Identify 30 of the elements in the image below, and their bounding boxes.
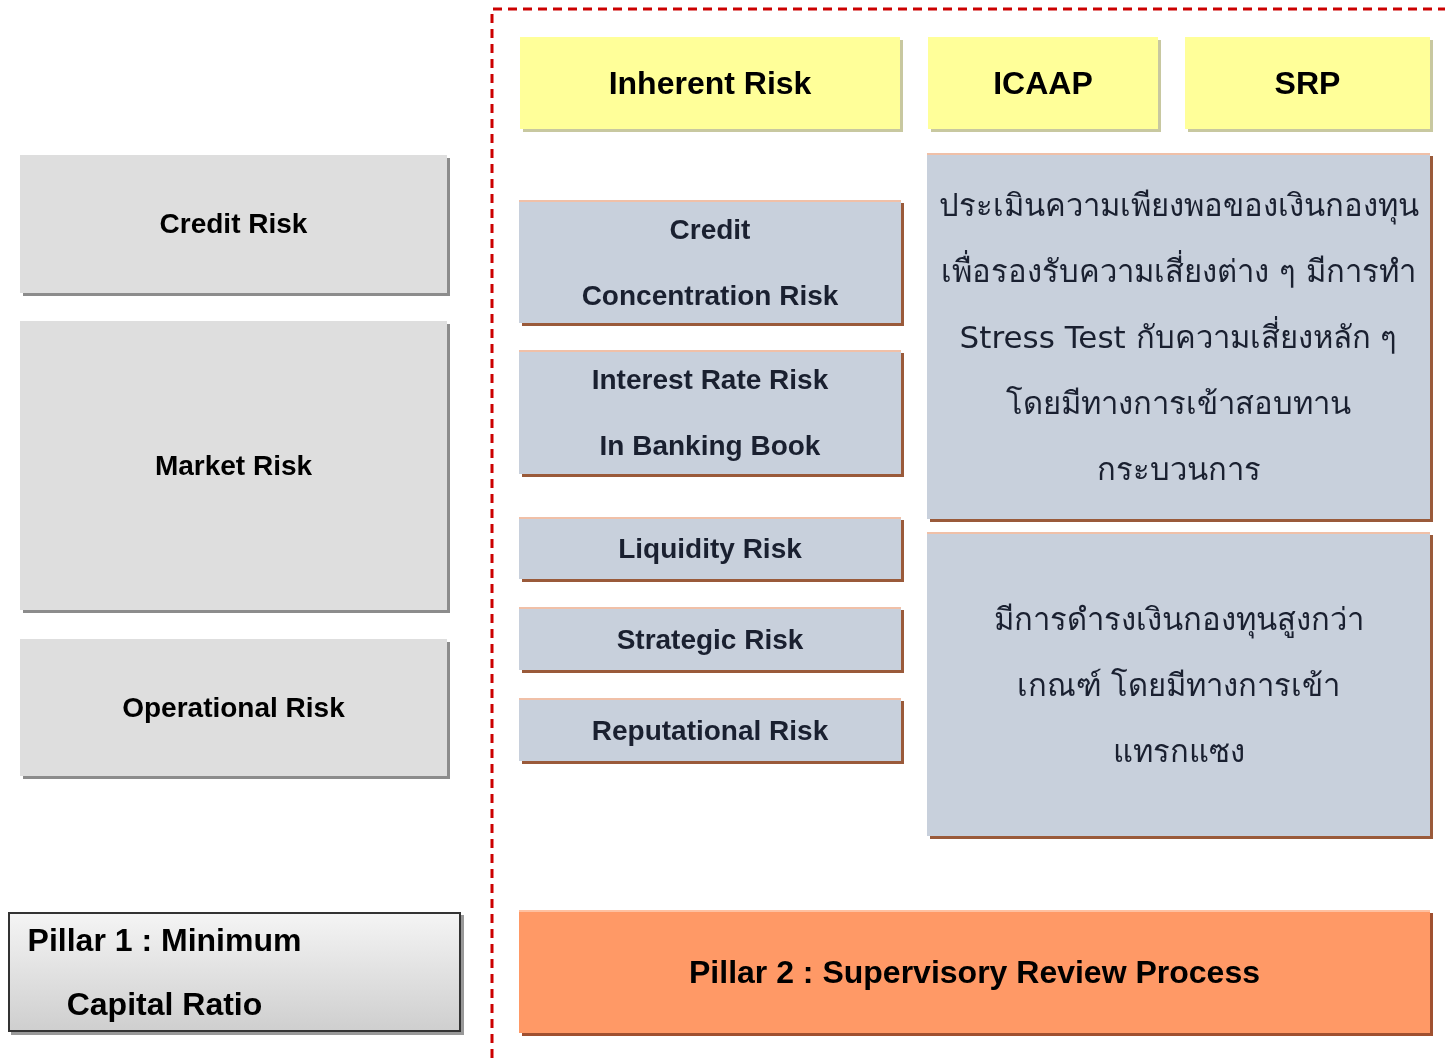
- box-label: Market Risk: [154, 449, 313, 482]
- box-label: Liquidity Risk: [618, 532, 802, 566]
- description-box: [927, 532, 1430, 836]
- description-box: [927, 153, 1430, 519]
- risk-box: [519, 517, 901, 579]
- pillar-box: [8, 912, 461, 1032]
- risk-box: [519, 607, 901, 670]
- box-label: มีการดำรงเงินกองทุนสูงกว่าเกณฑ์ โดยมีทางการเข้าแทรกแซง: [992, 600, 1365, 771]
- risk-box: [20, 321, 447, 610]
- box-label: Reputational Risk: [591, 713, 829, 748]
- box-label: Credit Risk: [159, 208, 308, 240]
- risk-box: [519, 350, 901, 474]
- risk-box: [20, 639, 447, 776]
- risk-box: [20, 155, 447, 293]
- header-box: [928, 37, 1158, 129]
- risk-box: [519, 698, 901, 761]
- box-label: Inherent Risk: [608, 64, 812, 102]
- box-label: Pillar 1 : Minimum Capital Ratio: [26, 921, 303, 1024]
- header-box: [1185, 37, 1430, 129]
- box-label: ประเมินความเพียงพอของเงินกองทุนเพื่อรองรับความเสี่ยงต่าง ๆ มีการทำ Stress Test กับความเสี่ยงหลัก ๆ โดยมีทางการเข้าสอบทานกระบวนการ: [937, 186, 1420, 489]
- box-label: Strategic Risk: [616, 622, 804, 657]
- box-label: Credit Concentration Risk: [580, 212, 840, 313]
- box-label: Interest Rate Risk In Banking Book: [590, 363, 830, 463]
- header-box: [520, 37, 900, 129]
- risk-box: [519, 200, 901, 323]
- box-label: SRP: [1274, 64, 1341, 102]
- box-label: ICAAP: [993, 64, 1093, 102]
- box-label: Pillar 2 : Supervisory Review Process: [689, 954, 1260, 991]
- box-label: Operational Risk: [122, 691, 345, 724]
- pillar-box: [519, 910, 1430, 1033]
